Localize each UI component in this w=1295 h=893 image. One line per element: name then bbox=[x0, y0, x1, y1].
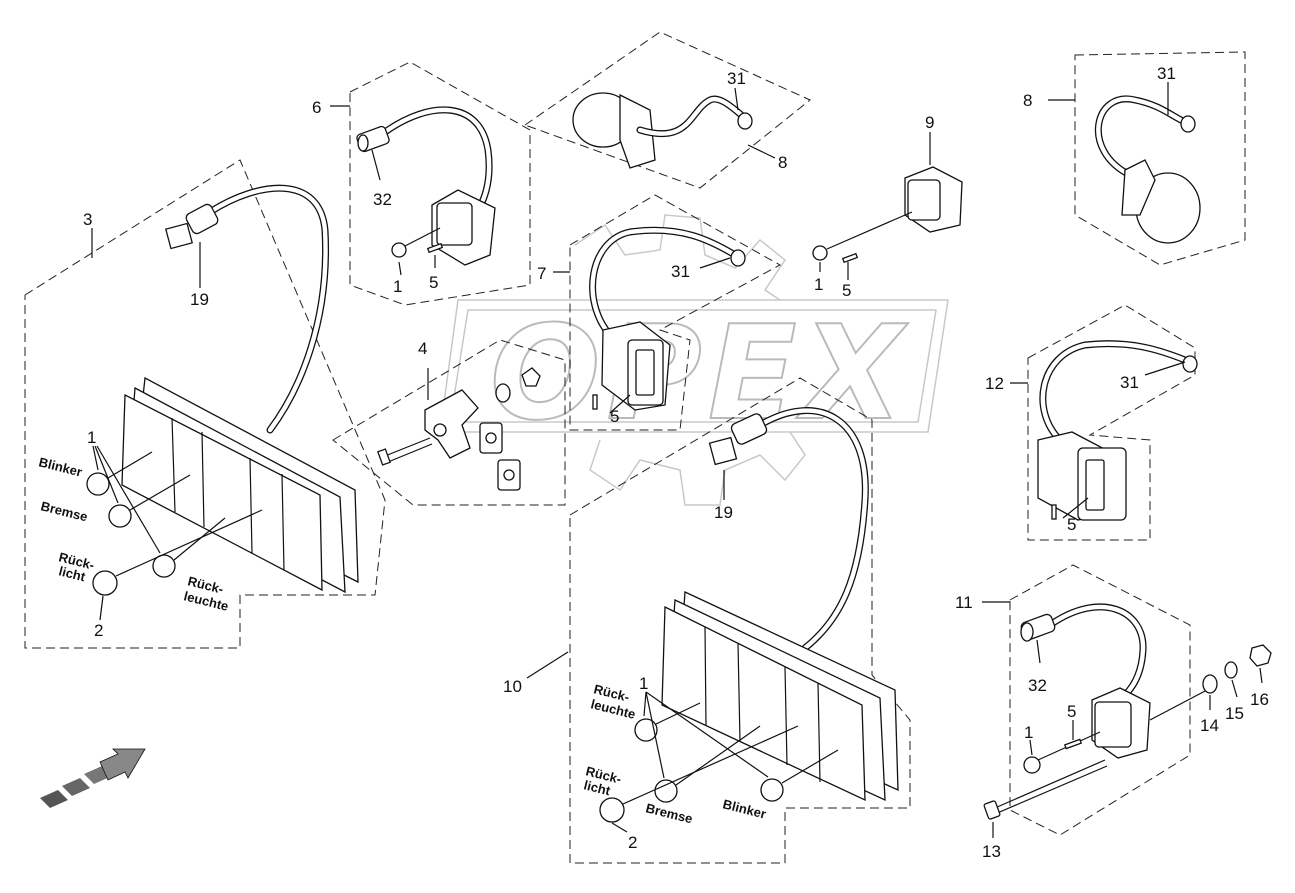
nut-16 bbox=[1249, 644, 1272, 667]
callout-6: 6 bbox=[312, 98, 321, 117]
group-10-right-tail-light bbox=[526, 377, 911, 864]
callout-5-group11: 5 bbox=[1067, 702, 1076, 721]
callout-5-group7: 5 bbox=[610, 407, 619, 426]
callout-numbers: 3 19 6 32 1 5 31 8 9 1 5 8 31 7 31 5 4 1… bbox=[83, 64, 1269, 861]
callout-3: 3 bbox=[83, 210, 92, 229]
group-8-clearance-light-center bbox=[523, 31, 811, 189]
bulb-1-rueckleuchte-right bbox=[634, 718, 658, 742]
bulb-labels: Blinker Bremse Rück- licht Rück- leuchte… bbox=[37, 454, 767, 826]
connector-19-right bbox=[708, 436, 738, 466]
group-4-mounting-bracket bbox=[332, 339, 566, 506]
lock-washer-15 bbox=[1224, 661, 1238, 679]
tail-light-right-lens bbox=[661, 605, 866, 802]
bulb-1-blinker-right bbox=[760, 778, 784, 802]
callout-32-top: 32 bbox=[373, 190, 392, 209]
bulb-1-blinker-left bbox=[86, 472, 110, 496]
label-bremse-left: Bremse bbox=[39, 498, 89, 524]
group-6-marker-light bbox=[330, 61, 531, 306]
group-10-boundary bbox=[569, 377, 911, 864]
label-blinker-right: Blinker bbox=[721, 796, 767, 821]
bulb-1-bremse-right bbox=[654, 779, 678, 803]
callout-32-group11: 32 bbox=[1028, 676, 1047, 695]
callout-9: 9 bbox=[925, 113, 934, 132]
group-7-marker-light bbox=[553, 194, 782, 431]
group-8-center-boundary bbox=[523, 31, 811, 189]
connector-19-left bbox=[164, 222, 194, 250]
callout-31-group12: 31 bbox=[1120, 373, 1139, 392]
tail-light-left-lens bbox=[121, 393, 323, 592]
callout-1-group10: 1 bbox=[639, 674, 648, 693]
callout-15: 15 bbox=[1225, 704, 1244, 723]
callout-19-right: 19 bbox=[714, 503, 733, 522]
callout-10: 10 bbox=[503, 677, 522, 696]
callout-2-group10: 2 bbox=[628, 833, 637, 852]
label-rueck-licht-left-2: licht bbox=[57, 563, 87, 584]
bulb-1-rueckleuchte-left bbox=[152, 554, 176, 578]
callout-16: 16 bbox=[1250, 690, 1269, 709]
callout-1-group9: 1 bbox=[814, 275, 823, 294]
callout-4: 4 bbox=[418, 339, 427, 358]
group-11-marker-light bbox=[982, 564, 1272, 838]
callout-5-group12: 5 bbox=[1067, 515, 1076, 534]
bracket-4 bbox=[424, 389, 479, 459]
callout-5-group9: 5 bbox=[842, 281, 851, 300]
callout-8-center: 8 bbox=[778, 153, 787, 172]
callout-1-group11: 1 bbox=[1024, 723, 1033, 742]
callout-31-top: 31 bbox=[727, 69, 746, 88]
callout-1-group6: 1 bbox=[393, 277, 402, 296]
watermark: OPEX bbox=[439, 214, 949, 506]
label-bremse-right: Bremse bbox=[644, 800, 694, 826]
callout-1-group3: 1 bbox=[87, 428, 96, 447]
bulb-1-bremse-left bbox=[108, 504, 132, 528]
callout-11: 11 bbox=[955, 593, 973, 612]
callout-7: 7 bbox=[537, 264, 546, 283]
callout-31-right: 31 bbox=[1157, 64, 1176, 83]
label-rueck-licht-right-2: licht bbox=[582, 777, 612, 798]
callout-14: 14 bbox=[1200, 716, 1219, 735]
group-3-left-tail-light bbox=[24, 159, 386, 649]
callout-8-right: 8 bbox=[1023, 91, 1032, 110]
group-3-boundary bbox=[24, 159, 386, 649]
callout-13: 13 bbox=[982, 842, 1001, 861]
group-8-right-boundary bbox=[1074, 51, 1246, 266]
direction-arrow-icon bbox=[40, 748, 146, 808]
group-11-boundary bbox=[1009, 564, 1191, 836]
group-12-marker-light bbox=[1010, 304, 1198, 541]
group-8-clearance-light-right bbox=[1048, 51, 1246, 266]
screw-13 bbox=[983, 800, 1001, 820]
group-6-boundary bbox=[349, 61, 531, 306]
callout-31-group7: 31 bbox=[671, 262, 690, 281]
callout-2-group3: 2 bbox=[94, 621, 103, 640]
callout-5-group6: 5 bbox=[429, 273, 438, 292]
group-4-boundary bbox=[332, 339, 566, 506]
label-blinker-left: Blinker bbox=[37, 454, 83, 479]
callout-19-left: 19 bbox=[190, 290, 209, 309]
group-7-boundary bbox=[569, 194, 782, 431]
washer-14 bbox=[1202, 674, 1218, 694]
group-12-boundary bbox=[1027, 304, 1196, 541]
watermark-text: OPEX bbox=[490, 297, 909, 449]
callout-12: 12 bbox=[985, 374, 1004, 393]
bulb-2-rueckleuchte-left bbox=[92, 570, 118, 596]
bulb-2-rueckleuchte-right bbox=[599, 797, 625, 823]
group-9-side-marker bbox=[812, 132, 963, 280]
